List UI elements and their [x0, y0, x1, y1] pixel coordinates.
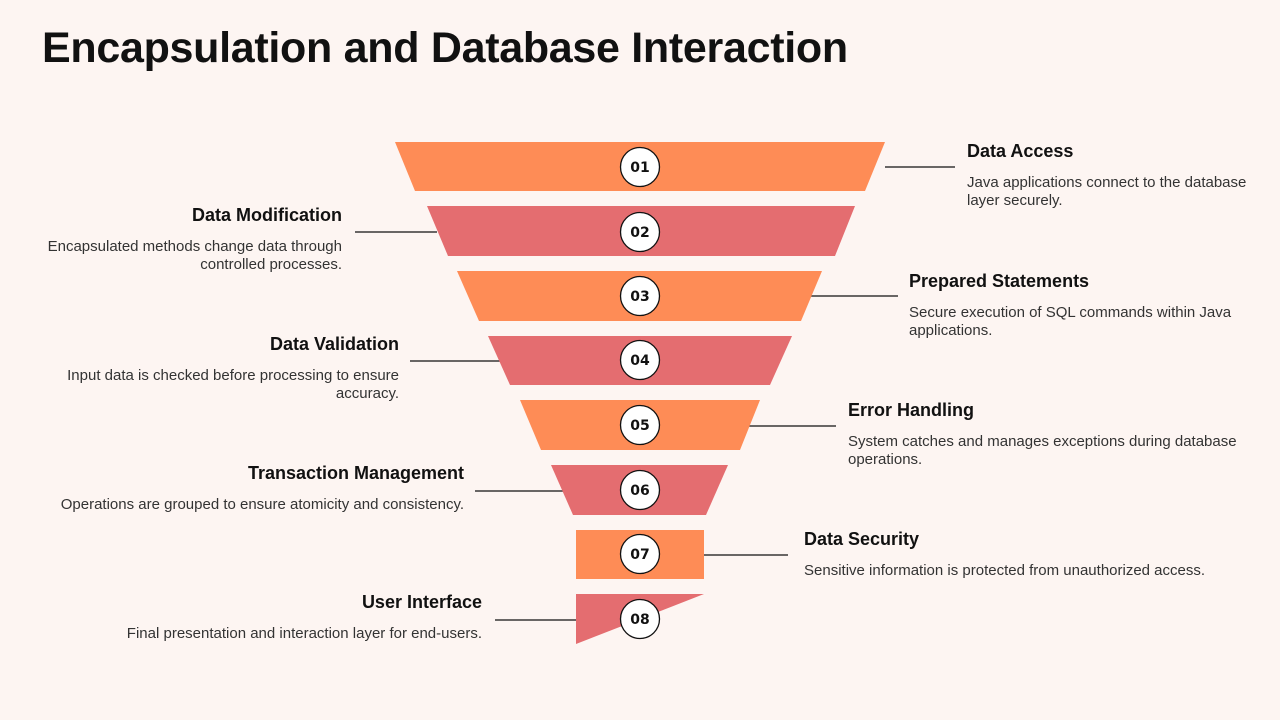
step-description: Operations are grouped to ensure atomici… — [60, 496, 464, 513]
step-description: Secure execution of SQL commands within … — [909, 304, 1232, 339]
step-number: 03 — [630, 289, 649, 305]
step-number: 08 — [630, 612, 649, 628]
step-description: Encapsulated methods change data through… — [47, 238, 342, 273]
step-number: 05 — [630, 418, 649, 434]
step-description: Final presentation and interaction layer… — [126, 625, 482, 642]
step-description: System catches and manages exceptions du… — [848, 433, 1237, 468]
step-badge-02 — [619, 211, 661, 253]
step-badge-04 — [619, 339, 661, 381]
step-badge-08 — [619, 598, 661, 640]
step-title: Data Validation — [269, 334, 399, 354]
step-number: 07 — [630, 547, 649, 563]
step-badge-01 — [619, 146, 661, 188]
step-badge-06 — [619, 469, 661, 511]
step-title: Data Security — [804, 529, 920, 549]
page-title: Encapsulation and Database Interaction — [42, 24, 848, 72]
step-title: Data Access — [967, 141, 1074, 161]
step-title: Transaction Management — [247, 463, 464, 483]
step-title: Data Modification — [191, 205, 342, 225]
step-title: Prepared Statements — [909, 271, 1090, 291]
step-badge-05 — [619, 404, 661, 446]
step-badge-03 — [619, 275, 661, 317]
step-description: Input data is checked before processing … — [67, 367, 399, 402]
step-number: 01 — [630, 160, 649, 176]
step-number: 04 — [630, 353, 650, 369]
step-description: Java applications connect to the databas… — [967, 174, 1247, 209]
step-title: Error Handling — [848, 400, 975, 420]
step-badge-07 — [619, 533, 661, 575]
step-number: 06 — [630, 483, 649, 499]
step-title: User Interface — [361, 592, 482, 612]
step-number: 02 — [630, 225, 649, 241]
step-description: Sensitive information is protected from … — [804, 562, 1206, 579]
